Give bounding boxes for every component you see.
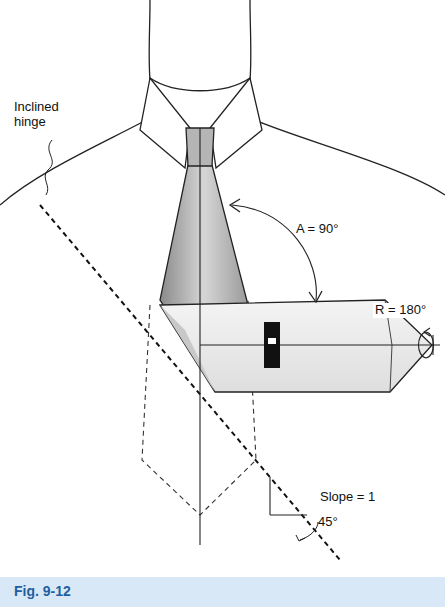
hinge-label: Inclined hinge — [14, 100, 84, 130]
angle-label: 45° — [318, 515, 338, 530]
angle-label: A = 90° — [296, 222, 338, 237]
figure-caption: Fig. 9-12 — [14, 583, 71, 599]
slope-label: Slope = 1 — [320, 490, 375, 505]
rotation-label: R = 180° — [373, 303, 428, 318]
